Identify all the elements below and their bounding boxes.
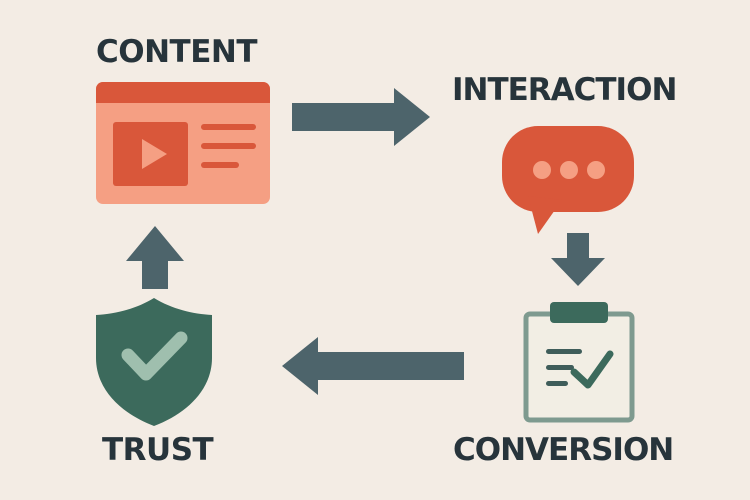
stage-label-trust: TRUST [102,432,214,468]
shield-check-icon [96,298,212,426]
stage-label-interaction: INTERACTION [452,72,677,108]
clipboard-check-icon [523,302,635,423]
stage-label-conversion: CONVERSION [453,432,674,468]
arrow-right-icon [292,88,430,146]
arrow-down-icon [551,233,605,286]
stage-label-content: CONTENT [96,34,257,70]
video-player-icon [96,82,270,204]
chat-bubble-icon [502,126,634,234]
arrow-up-icon [126,226,184,289]
arrow-left-icon [282,337,464,395]
